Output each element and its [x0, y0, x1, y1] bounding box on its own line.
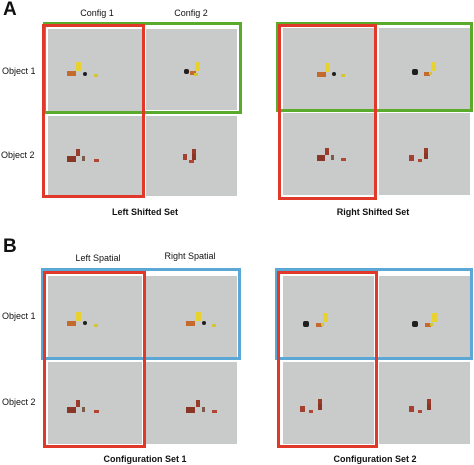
- scene-config-set-2-obj1-left: [283, 276, 374, 358]
- scene-right-shifted-obj2-config2: [379, 113, 470, 195]
- column-header-config-2: Config 2: [174, 8, 208, 18]
- scene-config-set-1-obj2-left: [48, 362, 142, 444]
- scene-left-shifted-obj1-config2: [146, 29, 237, 110]
- set-label-configuration-set-1: Configuration Set 1: [103, 454, 187, 464]
- scene-right-shifted-obj1-config2: [379, 28, 470, 110]
- scene-left-shifted-obj1-config1: [48, 29, 142, 112]
- scene-config-set-2-obj2-left: [283, 362, 374, 444]
- panel-letter-a: A: [3, 0, 17, 20]
- red-frame-left-shifted-config-1: [42, 24, 145, 198]
- column-header-right-spatial: Right Spatial: [164, 251, 216, 261]
- red-frame-config-set-1-left-spatial: [43, 271, 146, 448]
- scene-config-set-2-obj1-right: [379, 276, 470, 358]
- scene-left-shifted-obj2-config2: [146, 116, 237, 196]
- scene-right-shifted-obj2-config1: [283, 113, 374, 195]
- scene-config-set-1-obj1-right: [146, 276, 237, 358]
- scene-config-set-1-obj1-left: [48, 276, 142, 358]
- scene-left-shifted-obj2-config1: [48, 116, 142, 196]
- blue-frame-config-set-1-object-1: [41, 268, 241, 360]
- scene-config-set-1-obj2-right: [146, 362, 237, 444]
- red-frame-right-shifted-config-1: [278, 24, 377, 200]
- scene-right-shifted-obj1-config1: [283, 28, 374, 110]
- set-label-configuration-set-2: Configuration Set 2: [333, 454, 417, 464]
- set-label-left-shifted: Left Shifted Set: [111, 207, 178, 217]
- row-label-object-1: Object 1: [2, 311, 36, 321]
- blue-frame-config-set-2-object-1: [275, 268, 473, 360]
- column-header-left-spatial: Left Spatial: [75, 253, 121, 263]
- row-label-object-1: Object 1: [2, 66, 36, 76]
- row-label-object-2: Object 2: [1, 150, 35, 160]
- column-header-config-1: Config 1: [80, 8, 114, 18]
- row-label-object-2: Object 2: [2, 397, 36, 407]
- scene-config-set-2-obj2-right: [379, 362, 470, 444]
- set-label-right-shifted: Right Shifted Set: [336, 207, 410, 217]
- panel-letter-b: B: [3, 236, 17, 257]
- red-frame-config-set-2-left-spatial: [277, 271, 378, 448]
